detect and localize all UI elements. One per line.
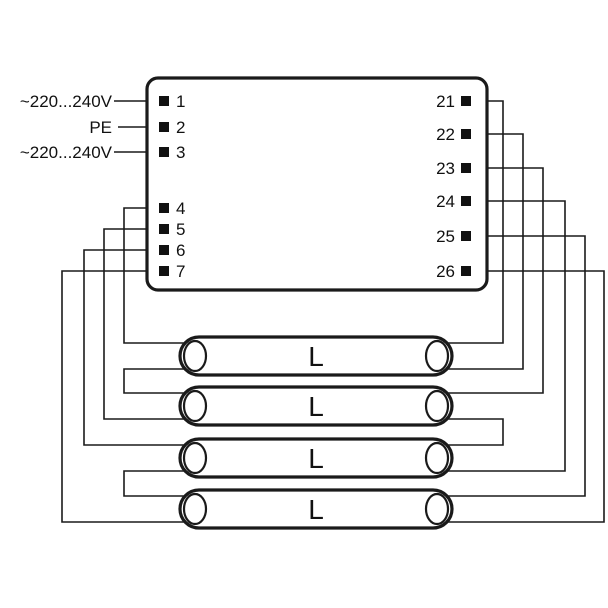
terminal-1 (159, 96, 169, 106)
pin-label-22: 22 (436, 125, 455, 144)
lamp-label: L (308, 341, 324, 372)
lamp-label: L (308, 391, 324, 422)
lamp-left-end (182, 492, 208, 526)
terminal-4 (159, 203, 169, 213)
lamp-tube (178, 437, 454, 479)
pin-label-5: 5 (176, 220, 185, 239)
left-terminals (159, 96, 169, 276)
wire-pin-5 (103, 228, 192, 420)
wire-pin-4 (123, 207, 192, 344)
pin-label-24: 24 (436, 192, 455, 211)
lamp-right-end (424, 492, 450, 526)
lamp-label: L (308, 494, 324, 525)
terminal-23 (461, 163, 471, 173)
terminal-2 (159, 122, 169, 132)
pin-label-2: 2 (176, 118, 185, 137)
pin-label-6: 6 (176, 241, 185, 260)
wire-pin-25 (440, 235, 586, 497)
supply-label-1: ~220...240V (20, 92, 113, 111)
terminal-22 (461, 129, 471, 139)
lamp-left-end (182, 339, 208, 373)
pin-label-26: 26 (436, 262, 455, 281)
terminal-24 (461, 196, 471, 206)
lamp-right-end (424, 389, 450, 423)
lamp-tube (178, 385, 454, 427)
pin-label-4: 4 (176, 199, 185, 218)
right-pin-labels: 21 22 23 24 25 26 (436, 92, 455, 281)
terminal-26 (461, 266, 471, 276)
pin-label-7: 7 (176, 262, 185, 281)
wire-pin-6 (83, 249, 192, 446)
wire-pin-7 (61, 270, 192, 523)
lamp-2: L (178, 385, 454, 427)
terminal-6 (159, 245, 169, 255)
left-pin-labels: 1 2 3 4 5 6 7 (176, 92, 185, 281)
lamp-4: L (178, 488, 454, 530)
lamp-left-end (182, 389, 208, 423)
terminal-7 (159, 266, 169, 276)
jumper-left-3-4 (123, 470, 192, 497)
ballast-box (145, 76, 489, 292)
lamp-right-end (424, 441, 450, 475)
pin-label-23: 23 (436, 159, 455, 178)
wire-pin-22 (440, 133, 524, 370)
wire-pin-23 (440, 167, 544, 394)
lamp-right-end (424, 339, 450, 373)
lamp-3: L (178, 437, 454, 479)
supply-label-pe: PE (89, 118, 112, 137)
terminal-21 (461, 96, 471, 106)
pin-label-21: 21 (436, 92, 455, 111)
wire-pin-24 (440, 200, 566, 472)
wire-pin-26 (440, 270, 605, 523)
terminal-3 (159, 147, 169, 157)
lamp-1: L (178, 335, 454, 377)
lamp-left-end (182, 441, 208, 475)
jumper-left-1-2 (123, 368, 192, 394)
pin-label-25: 25 (436, 227, 455, 246)
terminal-25 (461, 231, 471, 241)
lamp-tube (178, 335, 454, 377)
terminal-5 (159, 224, 169, 234)
jumper-right-2-3 (440, 418, 504, 446)
wiring (61, 100, 605, 523)
lamp-tube (178, 488, 454, 530)
right-terminals (461, 96, 471, 276)
supply-label-3: ~220...240V (20, 143, 113, 162)
pin-label-1: 1 (176, 92, 185, 111)
pin-label-3: 3 (176, 143, 185, 162)
lamp-label: L (308, 443, 324, 474)
